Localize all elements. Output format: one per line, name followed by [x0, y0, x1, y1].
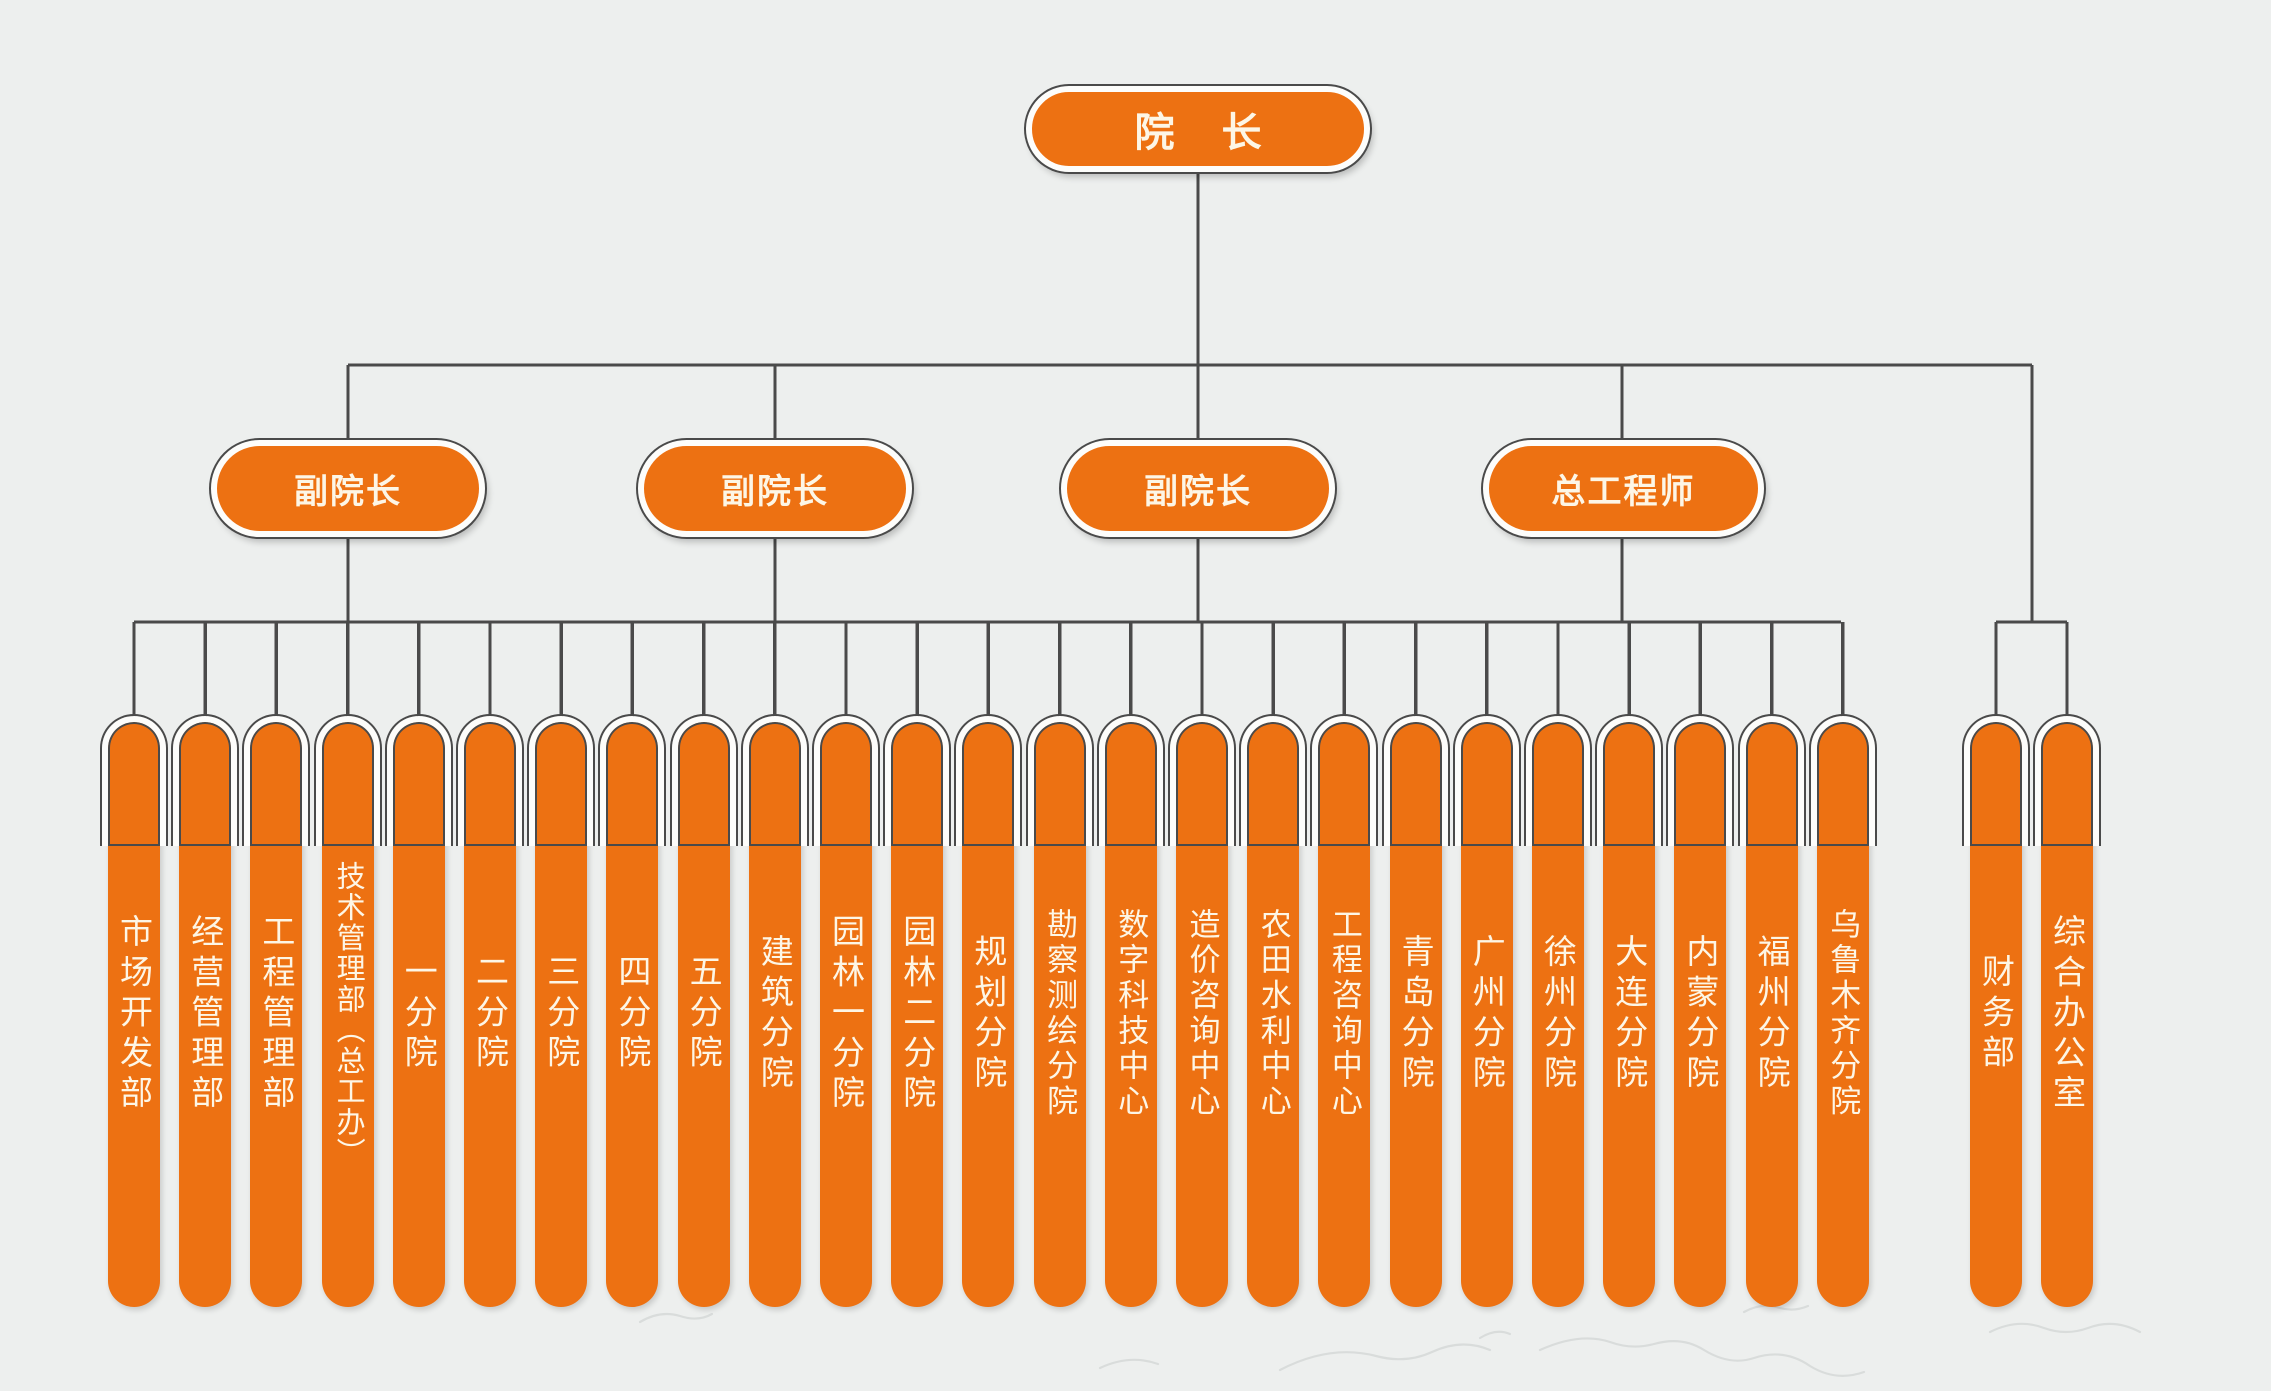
- org-node-department-11[interactable]: 园林一分院: [812, 714, 880, 1307]
- org-node-vice-president-1[interactable]: 副院长: [211, 440, 485, 537]
- org-node-label: 规划分院: [969, 933, 1007, 1096]
- org-node-department-2[interactable]: 经营管理部: [171, 714, 240, 1307]
- org-node-label: 工程管理部: [257, 913, 295, 1116]
- org-node-department-9[interactable]: 五分院: [669, 714, 738, 1307]
- org-node-label: 四分院: [613, 954, 651, 1075]
- org-node-label: 技术管理部（总工办）: [332, 860, 365, 1169]
- org-node-department-16[interactable]: 造价咨询中心: [1168, 714, 1236, 1307]
- org-node-label: 总工程师: [1551, 473, 1696, 511]
- org-node-department-13[interactable]: 规划分院: [954, 714, 1023, 1307]
- org-node-right-department-1[interactable]: 财务部: [1962, 714, 2030, 1307]
- org-root-label: 院 长: [1134, 111, 1280, 155]
- org-node-label: 副院长: [293, 473, 403, 511]
- org-node-department-6[interactable]: 二分院: [456, 714, 524, 1307]
- org-node-label: 副院长: [1143, 473, 1253, 511]
- org-node-department-3[interactable]: 工程管理部: [242, 714, 311, 1307]
- org-node-label: 经营管理部: [186, 913, 224, 1116]
- org-node-label: 造价咨询中心: [1184, 908, 1220, 1121]
- org-node-chief-engineer[interactable]: 总工程师: [1483, 440, 1764, 537]
- org-node-department-18[interactable]: 工程咨询中心: [1310, 714, 1379, 1307]
- org-node-label: 三分院: [542, 954, 580, 1075]
- org-node-label: 青岛分院: [1397, 933, 1435, 1096]
- org-node-label: 广州分院: [1468, 933, 1506, 1096]
- org-node-department-8[interactable]: 四分院: [598, 714, 667, 1307]
- org-node-label: 副院长: [720, 473, 830, 511]
- org-node-label: 大连分院: [1610, 933, 1648, 1096]
- org-node-label: 勘察测绘分院: [1042, 908, 1078, 1121]
- org-node-department-23[interactable]: 内蒙分院: [1666, 714, 1735, 1307]
- org-node-label: 徐州分院: [1539, 933, 1577, 1096]
- org-node-department-20[interactable]: 广州分院: [1452, 714, 1521, 1307]
- org-node-department-15[interactable]: 数字科技中心: [1096, 714, 1165, 1307]
- org-node-department-12[interactable]: 园林二分院: [883, 714, 952, 1307]
- org-node-department-4[interactable]: 技术管理部（总工办）: [313, 714, 382, 1307]
- org-node-label: 工程咨询中心: [1326, 908, 1362, 1121]
- org-node-label: 乌鲁木齐分院: [1825, 908, 1861, 1121]
- org-node-vice-president-3[interactable]: 副院长: [1061, 440, 1335, 537]
- org-node-department-25[interactable]: 乌鲁木齐分院: [1808, 714, 1877, 1307]
- org-node-department-5[interactable]: 一分院: [384, 714, 453, 1307]
- org-node-department-1[interactable]: 市场开发部: [100, 714, 168, 1307]
- org-node-label: 园林一分院: [827, 913, 865, 1116]
- org-node-department-14[interactable]: 勘察测绘分院: [1025, 714, 1094, 1307]
- org-node-label: 园林二分院: [898, 913, 936, 1116]
- org-node-label: 福州分院: [1753, 933, 1791, 1096]
- org-node-label: 五分院: [685, 954, 723, 1075]
- org-node-department-24[interactable]: 福州分院: [1737, 714, 1806, 1307]
- org-node-label: 市场开发部: [115, 913, 153, 1116]
- org-node-label: 农田水利中心: [1255, 908, 1291, 1121]
- org-node-label: 建筑分院: [756, 933, 794, 1096]
- org-root-node-president[interactable]: 院 长: [1026, 86, 1370, 172]
- org-node-department-7[interactable]: 三分院: [527, 714, 596, 1307]
- org-node-label: 二分院: [471, 954, 509, 1075]
- org-node-label: 综合办公室: [2048, 913, 2086, 1116]
- org-node-label: 内蒙分院: [1681, 933, 1719, 1096]
- org-node-right-department-2[interactable]: 综合办公室: [2033, 714, 2101, 1307]
- org-node-label: 一分院: [400, 954, 438, 1075]
- org-node-department-17[interactable]: 农田水利中心: [1239, 714, 1308, 1307]
- org-node-vice-president-2[interactable]: 副院长: [638, 440, 912, 537]
- org-node-department-19[interactable]: 青岛分院: [1381, 714, 1450, 1307]
- org-node-department-21[interactable]: 徐州分院: [1524, 714, 1592, 1307]
- org-node-department-10[interactable]: 建筑分院: [740, 714, 809, 1307]
- org-node-label: 财务部: [1977, 954, 2015, 1075]
- org-node-label: 数字科技中心: [1113, 908, 1149, 1121]
- org-node-department-22[interactable]: 大连分院: [1595, 714, 1664, 1307]
